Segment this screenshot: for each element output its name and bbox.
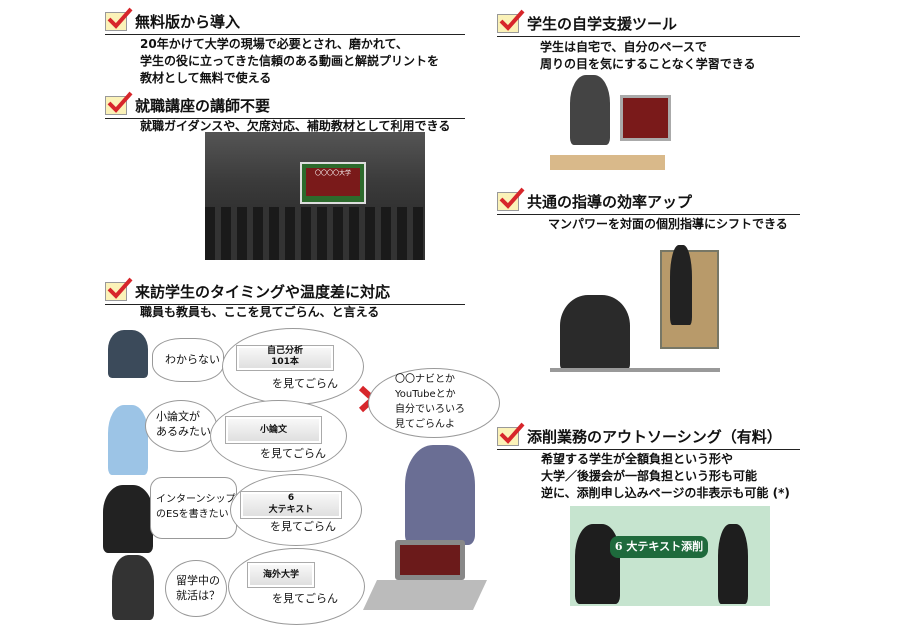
heading-title: 添削業務のアウトソーシング（有料）	[527, 428, 782, 446]
banner-overseas: 海外大学	[247, 562, 315, 588]
lecture-hall-photo: 〇〇〇〇大学	[205, 132, 425, 260]
checkbox-icon	[497, 187, 525, 211]
see-label: を見てごらん	[272, 377, 338, 390]
text-line: 希望する学生が全額負担という形や	[541, 452, 734, 466]
self-description: 学生は自宅で、自分のペースで 周りの目を気にすることなく学習できる	[540, 39, 756, 73]
speech-bubble: 〇〇ナビとか YouTubeとか 自分でいろいろ 見てごらんよ	[368, 368, 500, 438]
heading-common: 共通の指導の効率アップ	[497, 187, 800, 215]
student-avatar	[108, 330, 148, 378]
staff-avatar	[405, 445, 475, 545]
text-line: 大学／後援会が一部負担という形も可能	[541, 469, 758, 483]
student-avatar	[103, 485, 153, 553]
see-label: を見てごらん	[270, 520, 336, 533]
student-avatar	[108, 405, 148, 475]
heading-title: 無料版から導入	[135, 13, 241, 31]
consultation-illustration	[550, 240, 720, 372]
see-label: を見てごらん	[272, 592, 338, 605]
see-label: を見てごらん	[260, 447, 326, 460]
checkbox-icon	[105, 91, 133, 115]
heading-visit: 来訪学生のタイミングや温度差に対応	[105, 277, 465, 305]
banner-text6: 6 大テキスト	[240, 491, 342, 519]
tensaku-badge: 6 大テキスト添削	[610, 536, 708, 558]
checkbox-icon	[105, 277, 133, 301]
speech-bubble: わからない	[152, 338, 224, 382]
heading-self: 学生の自学支援ツール	[497, 9, 800, 37]
speech-bubble: 小論文が あるみたい	[145, 400, 217, 452]
heading-title: 来訪学生のタイミングや温度差に対応	[135, 283, 391, 301]
laptop-keyboard	[363, 580, 487, 610]
checkbox-icon	[105, 7, 133, 31]
heading-free: 無料版から導入	[105, 7, 465, 35]
speech-bubble: インターンシップ のESを書きたい	[150, 477, 237, 539]
student-avatar	[112, 555, 154, 620]
text-line: 学生の役に立ってきた信頼のある動画と解説プリントを	[140, 54, 440, 68]
free-description: 20年かけて大学の現場で必要とされ、磨かれて、 学生の役に立ってきた信頼のある動…	[140, 36, 439, 87]
checkbox-icon	[497, 9, 525, 33]
heading-title: 共通の指導の効率アップ	[527, 193, 693, 211]
text-line: 周りの目を気にすることなく学習できる	[540, 57, 756, 71]
text-line: 20年かけて大学の現場で必要とされ、磨かれて、	[140, 37, 408, 51]
checkbox-icon	[497, 422, 525, 446]
speech-bubble: 留学中の 就活は？	[165, 560, 227, 617]
audience	[205, 207, 425, 260]
outsourcing-description: 希望する学生が全額負担という形や 大学／後援会が一部負担という形も可能 逆に、添…	[541, 451, 790, 502]
heading-lecture: 就職講座の講師不要	[105, 91, 465, 119]
tensaku-illustration: 6 大テキスト添削	[570, 506, 770, 606]
text-line: 教材として無料で使える	[140, 71, 272, 85]
heading-title: 学生の自学支援ツール	[527, 15, 678, 33]
text-line: 学生は自宅で、自分のペースで	[540, 40, 707, 54]
heading-outsourcing: 添削業務のアウトソーシング（有料）	[497, 422, 800, 450]
self-study-illustration	[550, 75, 671, 170]
banner-self-analysis: 自己分析 101本	[236, 345, 334, 371]
visit-description: 職員も教員も、ここを見てごらん、と言える	[140, 305, 380, 319]
banner-essay: 小論文	[225, 416, 322, 444]
projector-screen: 〇〇〇〇大学	[300, 162, 366, 204]
lecture-description: 就職ガイダンスや、欠席対応、補助教材として利用できる	[140, 119, 451, 133]
common-description: マンパワーを対面の個別指導にシフトできる	[548, 217, 788, 231]
heading-title: 就職講座の講師不要	[135, 97, 271, 115]
laptop	[395, 540, 465, 580]
text-line: 逆に、添削申し込みページの非表示も可能 (*)	[541, 486, 790, 500]
